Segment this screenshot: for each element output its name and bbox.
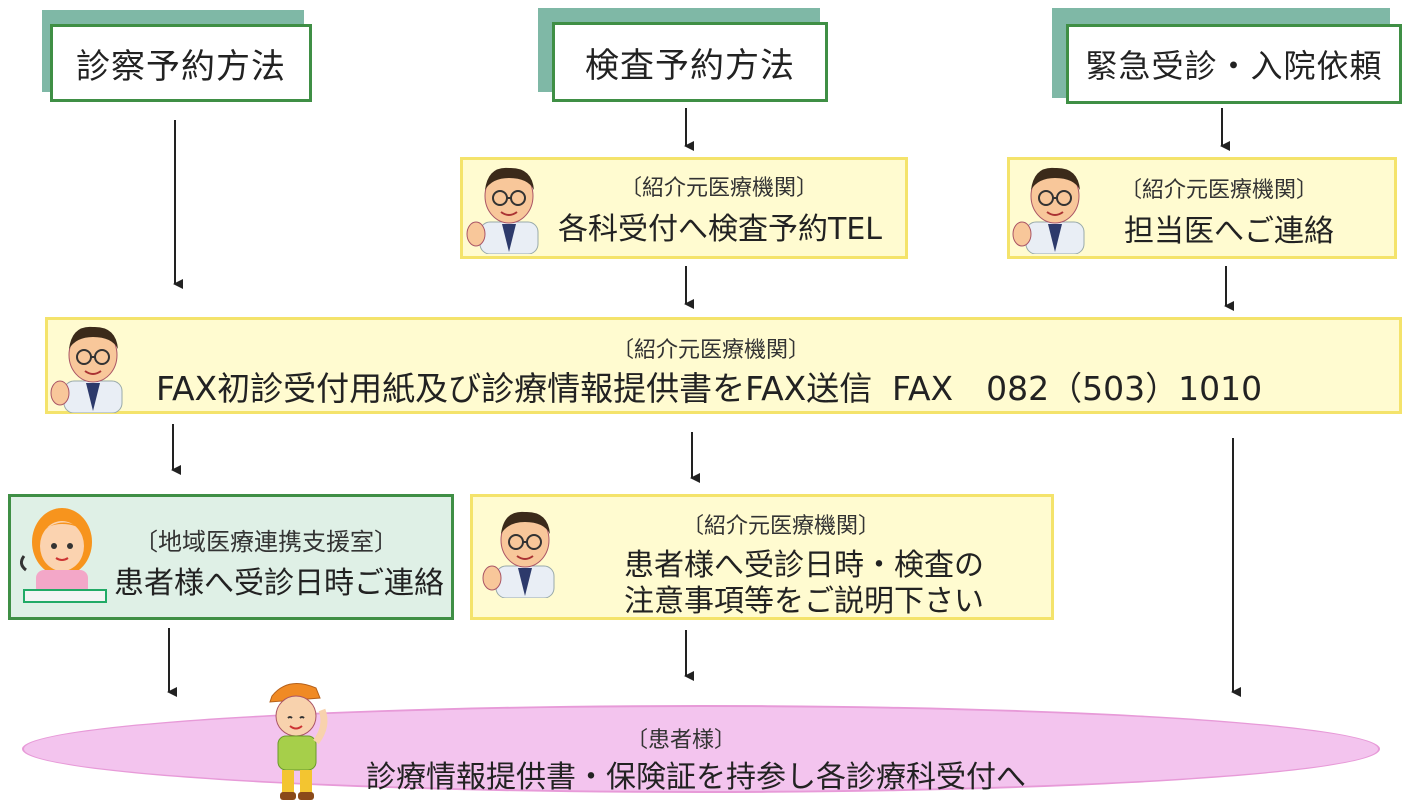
emergency-call-sub: 〔紹介元医療機関〕 xyxy=(1120,178,1319,203)
explain-line2: 注意事項等をご説明下さい xyxy=(624,584,984,619)
patient-ellipse xyxy=(22,705,1380,793)
explain-line1: 患者様へ受診日時・検査の xyxy=(624,548,984,583)
header-consult-label: 診察予約方法 xyxy=(76,46,286,87)
exam-call-sub: 〔紹介元医療機関〕 xyxy=(620,176,819,201)
header-exam: 検査予約方法 xyxy=(552,22,828,102)
support-room-main: 患者様へ受診日時ご連絡 xyxy=(114,566,444,601)
doctor-illustration xyxy=(466,162,552,258)
patient-sub: 〔患者様〕 xyxy=(626,728,737,753)
header-exam-label: 検査予約方法 xyxy=(585,45,795,86)
header-emergency: 緊急受診・入院依頼 xyxy=(1066,24,1402,104)
doctor-illustration xyxy=(482,506,568,602)
receptionist-illustration xyxy=(16,504,112,614)
exam-call-box xyxy=(460,157,908,259)
patient-main: 診療情報提供書・保険証を持参し各診療科受付へ xyxy=(366,760,1026,795)
explain-box xyxy=(470,494,1054,620)
fax-box xyxy=(45,317,1402,414)
emergency-call-main: 担当医へご連絡 xyxy=(1124,214,1334,249)
fax-sub: 〔紹介元医療機関〕 xyxy=(612,338,811,363)
fax-main: FAX初診受付用紙及び診療情報提供書をFAX送信 xyxy=(156,369,873,408)
patient-illustration xyxy=(258,676,338,805)
doctor-illustration xyxy=(1012,162,1098,258)
exam-call-main: 各科受付へ検査予約TEL xyxy=(558,212,882,247)
fax-number: FAX 082（503）1010 xyxy=(892,369,1263,408)
support-room-sub: 〔地域医療連携支援室〕 xyxy=(134,528,398,556)
doctor-illustration xyxy=(50,321,136,417)
header-emergency-label: 緊急受診・入院依頼 xyxy=(1085,47,1383,85)
header-consult: 診察予約方法 xyxy=(50,24,312,102)
explain-sub: 〔紹介元医療機関〕 xyxy=(682,514,881,539)
